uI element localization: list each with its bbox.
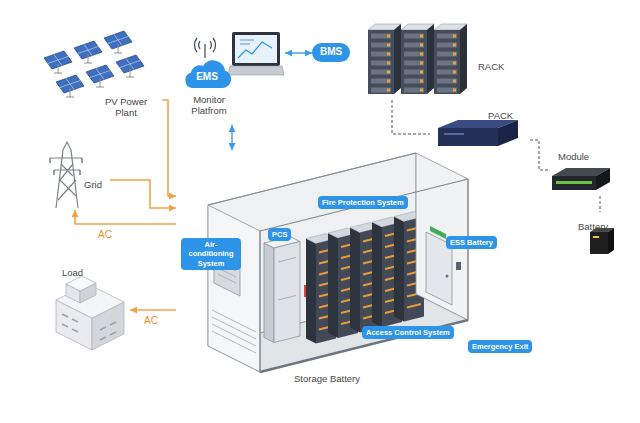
building-roof [56, 284, 124, 318]
cell-side [608, 228, 614, 254]
solar-panels [44, 31, 144, 97]
node-label: Storage Battery [294, 373, 360, 384]
battery-cell: Battery [572, 212, 630, 258]
bms-tag: BMS [312, 43, 350, 62]
node-label: Grid [84, 179, 102, 190]
node-label: Module [558, 151, 589, 162]
battery-rack [368, 24, 401, 94]
tag-label: Emergency Exit [472, 342, 528, 351]
battery-pack [438, 120, 518, 146]
node-label: PV Power Plant [100, 96, 152, 119]
connectors [75, 53, 600, 310]
exit-sign [430, 226, 446, 239]
module-stripe [556, 181, 592, 184]
node-label: RACK [478, 61, 504, 72]
solar-panel [44, 51, 72, 73]
cloud-label: EMS [196, 71, 218, 83]
solar-panel [56, 75, 84, 97]
ac-line [75, 210, 176, 224]
wifi-antenna [194, 38, 215, 58]
display-lines [240, 40, 254, 44]
battery-rack [434, 24, 467, 94]
cloud-outline [185, 60, 231, 88]
node-label: Monitor Platfrom [179, 94, 239, 117]
solar-panel [104, 31, 132, 53]
module-front [552, 176, 596, 190]
battery-module [552, 168, 610, 190]
hierarchy-line [600, 196, 601, 212]
ac-line [130, 309, 176, 311]
fire-protection-tag: Fire Protection System [318, 196, 408, 209]
tower-insulators [50, 158, 82, 175]
power-grid: Grid [40, 138, 110, 210]
tower-bracing [50, 158, 82, 200]
antenna-waves [194, 38, 215, 52]
solar-panel [74, 41, 102, 63]
load-building [56, 276, 124, 350]
edge-label: AC [96, 229, 114, 241]
tag-label: Fire Protection System [322, 198, 404, 207]
laptop-display [235, 35, 277, 63]
data-link [231, 125, 232, 150]
container-base-rail [260, 320, 468, 372]
air-conditioning-tag: Air-conditioning System [181, 238, 241, 270]
tag-label: Access Control System [366, 328, 450, 337]
container-frame [208, 153, 468, 372]
pcs-cabinet [274, 242, 300, 343]
antenna-mast [204, 44, 205, 58]
grid-tower [50, 142, 82, 208]
building-block [66, 276, 96, 291]
solar-panel [86, 65, 114, 87]
load-building: Load [48, 260, 130, 352]
pv-power-plant: PV Power Plant [40, 32, 162, 122]
ess-battery-tag: ESS Battery [446, 236, 497, 249]
battery-racks [368, 24, 467, 94]
cell-front [590, 232, 608, 254]
pcs-cabinet [264, 243, 274, 343]
container-end-wall [208, 205, 260, 372]
door-handle [446, 275, 449, 278]
building-windows [62, 314, 116, 340]
tag-label: PCS [272, 230, 287, 239]
access-control-tag: Access Control System [362, 326, 454, 339]
hierarchy-line [392, 100, 430, 134]
tag-label: BMS [320, 46, 342, 59]
ac-line [110, 180, 176, 208]
node-label: Battery [578, 221, 608, 232]
ac-line [162, 100, 176, 196]
storage-container: Storage Battery PCS Fire Protection System… [176, 150, 536, 386]
module-side [596, 168, 610, 190]
battery-rack: RACK [362, 14, 515, 100]
emergency-exit-tag: Emergency Exit [468, 340, 532, 353]
battery-module: Module [548, 144, 615, 196]
edge-label: AC [142, 315, 160, 327]
tag-label: ESS Battery [450, 238, 493, 247]
solar-panel [116, 55, 144, 77]
pcs-tag: PCS [268, 228, 291, 241]
laptop-screen [232, 32, 280, 66]
battery-pack: PACK [430, 104, 530, 148]
pack-side [498, 120, 518, 146]
cell-terminal [593, 236, 599, 238]
monitor-platform: Monitor Platfrom EMS [175, 30, 285, 125]
laptop-base [228, 66, 284, 75]
pack-front [438, 128, 498, 146]
data-link [285, 52, 312, 53]
pack-detail [444, 133, 464, 135]
pcs-detail [278, 258, 296, 301]
access-keypad [456, 262, 461, 270]
node-label: Load [62, 267, 83, 278]
ems-cloud: EMS [180, 58, 234, 90]
hierarchy-line [530, 140, 548, 170]
container-louvers [212, 310, 256, 353]
tag-label: Air-conditioning System [185, 240, 237, 268]
battery-rack [401, 24, 434, 94]
storage-container [208, 153, 468, 372]
node-label: PACK [488, 110, 513, 121]
